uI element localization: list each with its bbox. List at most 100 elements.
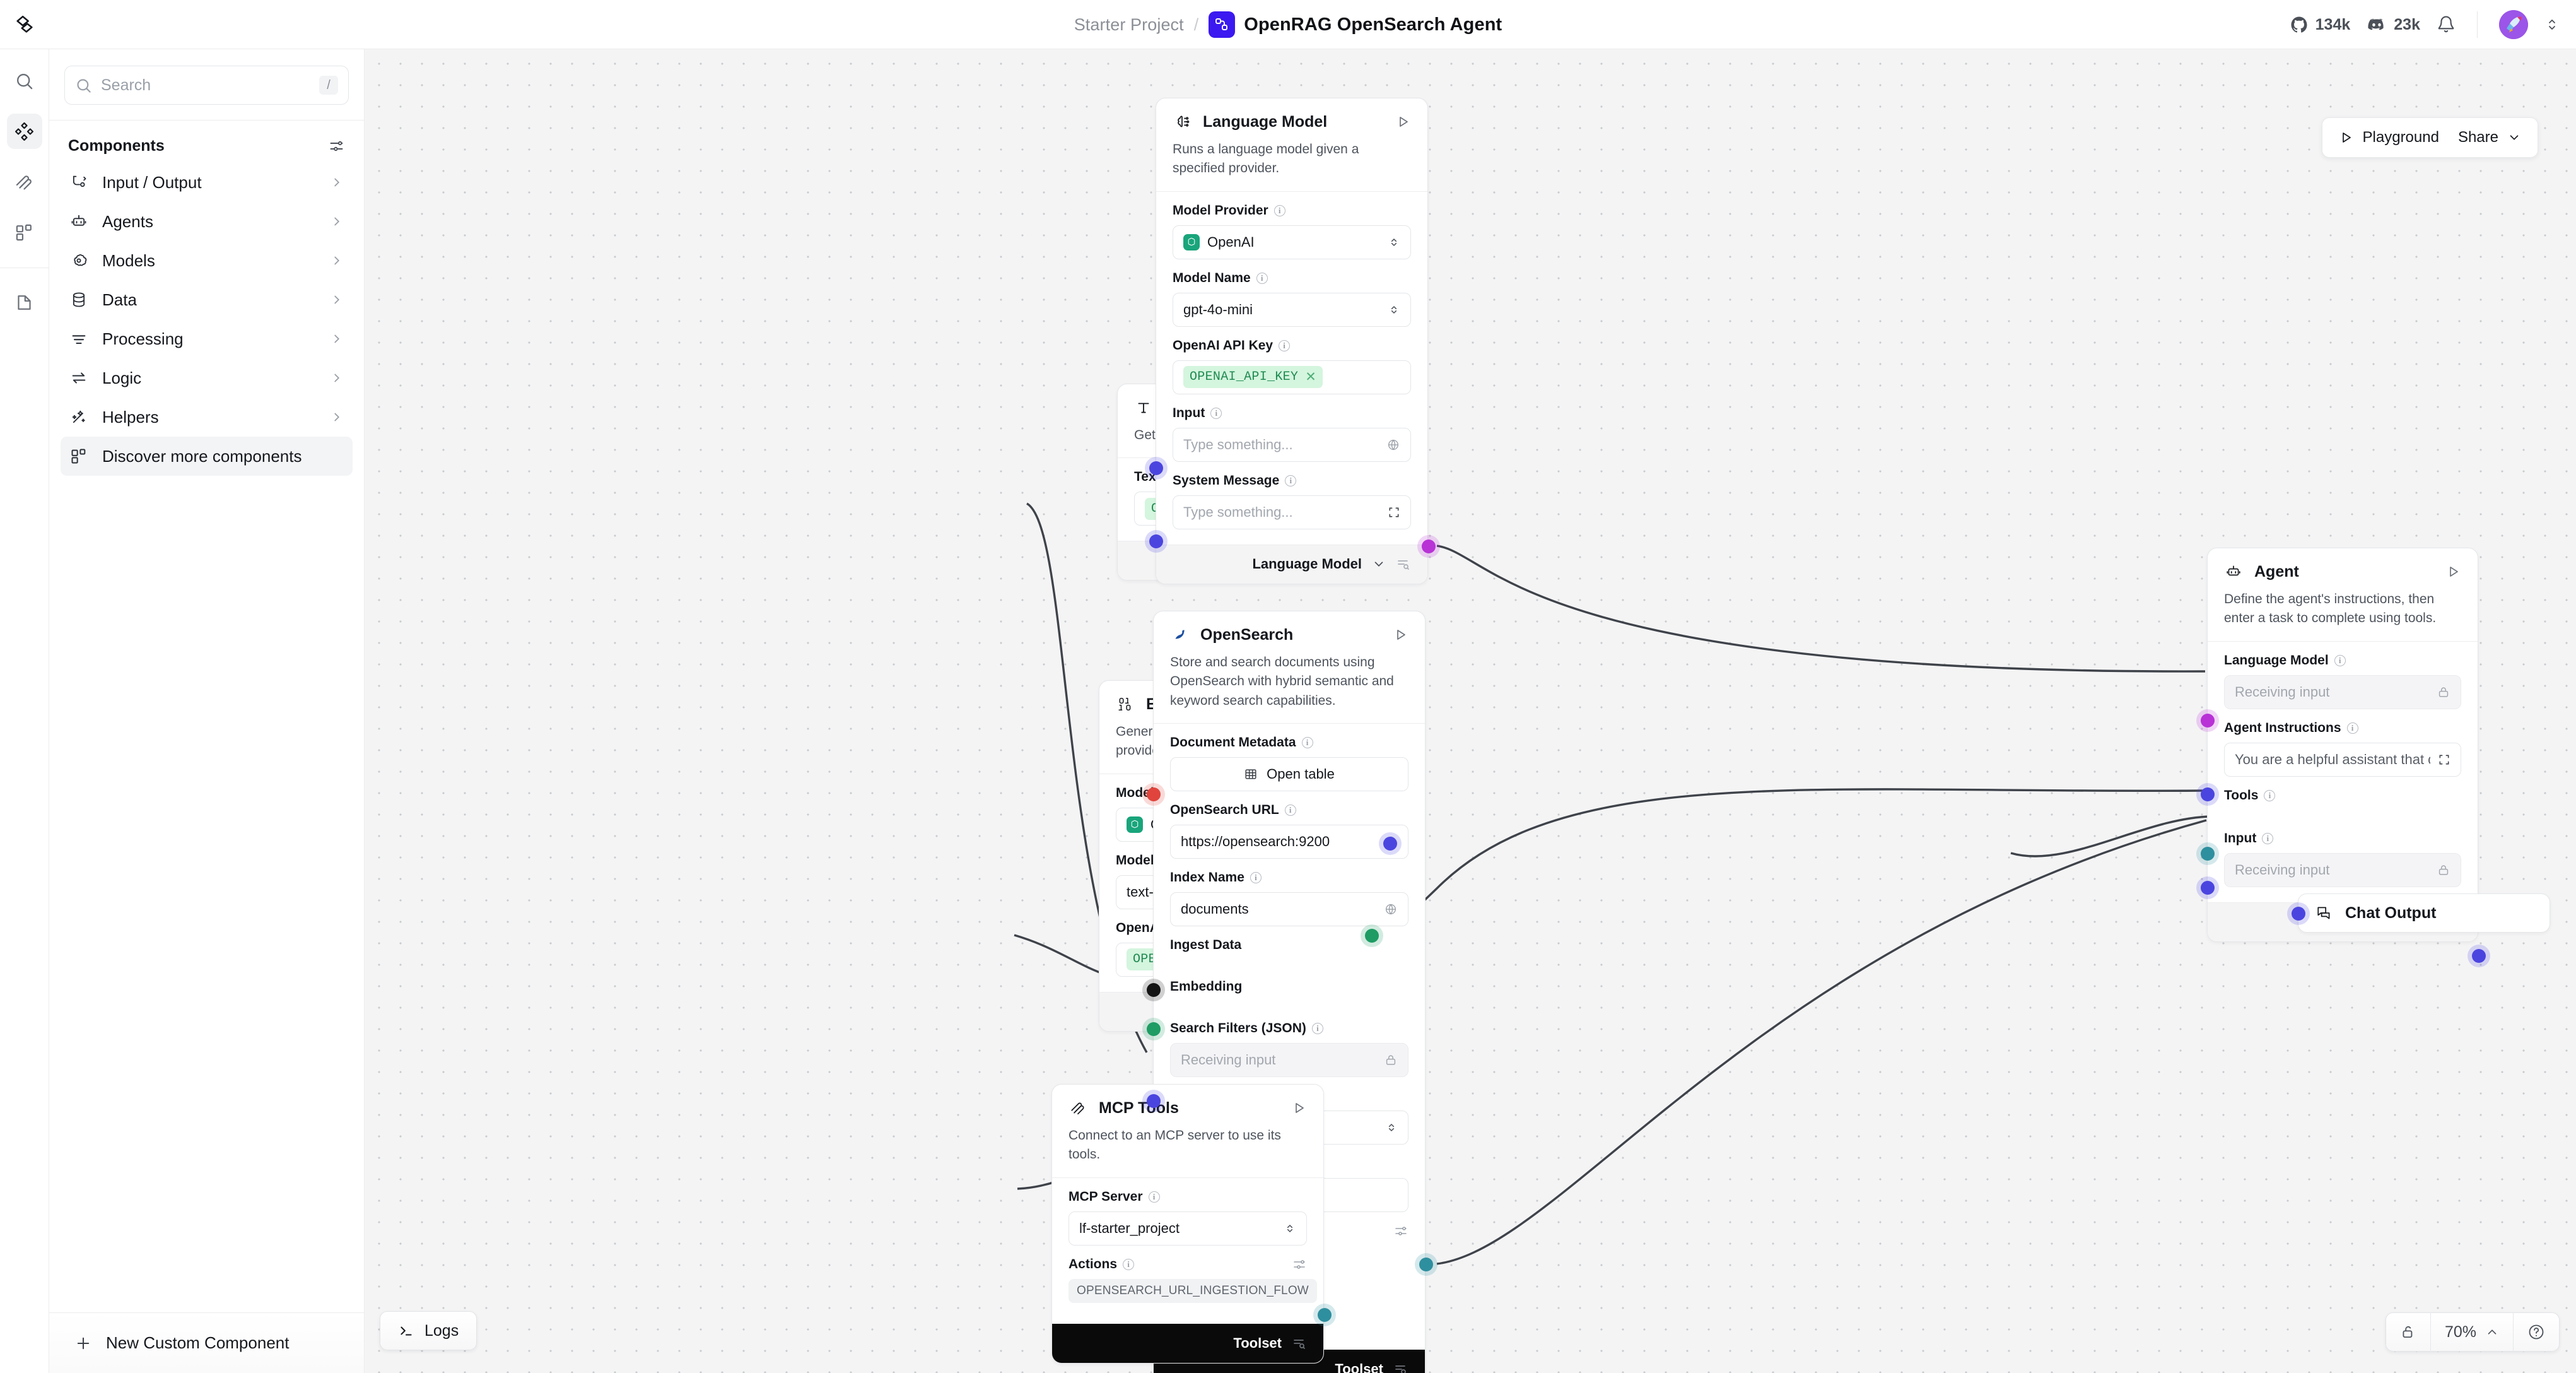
sidebar-item-processing[interactable]: Processing bbox=[61, 319, 353, 358]
handle-search-filters[interactable] bbox=[1142, 1090, 1165, 1112]
handle-response-output[interactable] bbox=[2468, 945, 2490, 967]
info-icon[interactable]: i bbox=[1273, 204, 1285, 216]
node-agent[interactable]: Agent Define the agent's instructions, t… bbox=[2196, 548, 2490, 967]
handle-document-metadata[interactable] bbox=[1142, 783, 1165, 806]
sidebar-item-data[interactable]: Data bbox=[61, 280, 353, 319]
info-icon[interactable]: i bbox=[1311, 1023, 1323, 1035]
model-provider-select[interactable]: OpenAI bbox=[1173, 225, 1411, 259]
chevron-down-icon[interactable] bbox=[1372, 557, 1386, 571]
info-icon[interactable]: i bbox=[1210, 407, 1222, 419]
api-key-input[interactable]: OPENAI_API_KEY✕ bbox=[1173, 360, 1411, 394]
chevron-up-down-icon[interactable] bbox=[1388, 236, 1400, 249]
mcp-server-select[interactable]: lf-starter_project bbox=[1068, 1211, 1307, 1246]
chevron-up-down-icon[interactable] bbox=[1388, 303, 1400, 316]
chevron-up-down-icon[interactable] bbox=[1385, 1121, 1398, 1134]
rail-item-search[interactable] bbox=[7, 63, 42, 98]
chip-remove-icon[interactable]: ✕ bbox=[1305, 370, 1317, 385]
new-custom-component-button[interactable]: New Custom Component bbox=[49, 1312, 364, 1373]
play-icon[interactable] bbox=[2446, 564, 2461, 579]
rail-item-files[interactable] bbox=[7, 285, 42, 320]
handle-language-model[interactable] bbox=[2196, 709, 2219, 732]
info-icon[interactable]: i bbox=[1301, 737, 1313, 749]
github-stat[interactable]: 134k bbox=[2290, 15, 2350, 34]
info-icon[interactable]: i bbox=[1123, 1258, 1135, 1270]
handle-toolset-output[interactable] bbox=[1415, 1253, 1437, 1276]
help-button[interactable] bbox=[2514, 1312, 2559, 1352]
action-tag[interactable]: OPENSEARCH_URL_INGESTION_FLOW bbox=[1068, 1278, 1317, 1303]
breadcrumb-project[interactable]: Starter Project bbox=[1074, 15, 1184, 34]
handle-embedding-output[interactable] bbox=[1361, 924, 1383, 947]
list-search-icon[interactable] bbox=[1292, 1336, 1307, 1351]
info-icon[interactable]: i bbox=[2346, 722, 2358, 734]
list-search-icon[interactable] bbox=[1396, 557, 1411, 572]
opensearch-url-input[interactable]: https://opensearch:9200 bbox=[1170, 825, 1408, 859]
flow-canvas[interactable]: Text Input Get user text inputs. Texti O… bbox=[365, 49, 2576, 1373]
sidebar-item-discover-more[interactable]: Discover more components bbox=[61, 437, 353, 476]
info-icon[interactable]: i bbox=[1250, 872, 1262, 884]
globe-icon[interactable] bbox=[1384, 902, 1398, 916]
handle-tools[interactable] bbox=[2196, 842, 2219, 865]
info-icon[interactable]: i bbox=[1279, 339, 1291, 351]
sliders-icon[interactable] bbox=[1292, 1257, 1307, 1272]
model-name-select[interactable]: gpt-4o-mini bbox=[1173, 292, 1411, 327]
agent-input-field[interactable]: Receiving input bbox=[2224, 852, 2461, 887]
account-chevron-icon[interactable] bbox=[2544, 17, 2560, 32]
logs-button[interactable]: Logs bbox=[380, 1311, 477, 1350]
search-filters-input[interactable]: Receiving input bbox=[1170, 1043, 1408, 1078]
sliders-icon[interactable] bbox=[1393, 1223, 1408, 1239]
info-icon[interactable]: i bbox=[2264, 789, 2276, 801]
system-message-field[interactable]: Type something... bbox=[1173, 495, 1411, 529]
globe-icon[interactable] bbox=[1386, 438, 1400, 452]
info-icon[interactable]: i bbox=[1256, 272, 1268, 284]
rail-item-mcp[interactable] bbox=[7, 164, 42, 199]
info-icon[interactable]: i bbox=[2334, 654, 2346, 666]
open-table-button[interactable]: Open table bbox=[1170, 757, 1408, 792]
language-model-input[interactable]: Receiving input bbox=[2224, 675, 2461, 709]
handle-language-model-output[interactable] bbox=[1417, 535, 1440, 558]
node-language-model[interactable]: Language Model Runs a language model giv… bbox=[1145, 98, 1440, 584]
handle-system-message[interactable] bbox=[1145, 530, 1168, 553]
rail-item-components[interactable] bbox=[6, 114, 42, 149]
sidebar-item-input-output[interactable]: Input / Output bbox=[61, 163, 353, 202]
play-icon[interactable] bbox=[1396, 114, 1411, 129]
sidebar-item-models[interactable]: Models bbox=[61, 241, 353, 280]
info-icon[interactable]: i bbox=[1285, 474, 1297, 486]
sidebar-item-logic[interactable]: Logic bbox=[61, 358, 353, 398]
play-icon[interactable] bbox=[1393, 627, 1408, 642]
agent-instructions-input[interactable]: You are a helpful assistant that can bbox=[2224, 742, 2461, 777]
app-logo[interactable] bbox=[0, 0, 49, 49]
sliders-icon[interactable] bbox=[328, 138, 345, 155]
info-icon[interactable]: i bbox=[1284, 804, 1296, 816]
rail-item-bundles[interactable] bbox=[7, 215, 42, 250]
sidebar-item-helpers[interactable]: Helpers bbox=[61, 398, 353, 437]
chevron-up-down-icon[interactable] bbox=[1284, 1222, 1296, 1235]
node-mcp-tools[interactable]: MCP Tools Connect to an MCP server to us… bbox=[1051, 1084, 1336, 1364]
lock-canvas-button[interactable] bbox=[2386, 1312, 2430, 1352]
search-input[interactable] bbox=[101, 76, 310, 95]
info-icon[interactable]: i bbox=[2262, 832, 2274, 844]
handle-chat-output-input[interactable] bbox=[2287, 902, 2310, 925]
expand-icon[interactable] bbox=[2438, 753, 2450, 766]
search-input-container[interactable]: / bbox=[64, 66, 349, 105]
share-button[interactable]: Share bbox=[2456, 117, 2538, 158]
handle-agent-instructions[interactable] bbox=[2196, 783, 2219, 806]
handle-toolset-output[interactable] bbox=[1313, 1304, 1336, 1326]
handle-input[interactable] bbox=[2196, 876, 2219, 899]
bell-icon[interactable] bbox=[2437, 15, 2456, 34]
info-icon[interactable]: i bbox=[1148, 1191, 1160, 1203]
expand-icon[interactable] bbox=[1388, 506, 1400, 519]
node-chat-output[interactable]: Chat Output bbox=[2287, 893, 2550, 933]
handle-ingest-data[interactable] bbox=[1142, 979, 1165, 1001]
playground-button[interactable]: Playground bbox=[2322, 117, 2456, 158]
handle-output-text[interactable] bbox=[1379, 832, 1402, 855]
play-icon[interactable] bbox=[1292, 1100, 1307, 1116]
handle-input[interactable] bbox=[1145, 457, 1168, 480]
zoom-level-button[interactable]: 70% bbox=[2431, 1312, 2513, 1352]
index-name-input[interactable]: documents bbox=[1170, 892, 1408, 927]
list-search-icon[interactable] bbox=[1393, 1362, 1408, 1373]
handle-embedding[interactable] bbox=[1142, 1018, 1165, 1040]
discord-stat[interactable]: 23k bbox=[2367, 15, 2420, 35]
sidebar-item-agents[interactable]: Agents bbox=[61, 202, 353, 241]
avatar[interactable] bbox=[2499, 10, 2528, 39]
input-text-field[interactable]: Type something... bbox=[1173, 427, 1411, 462]
